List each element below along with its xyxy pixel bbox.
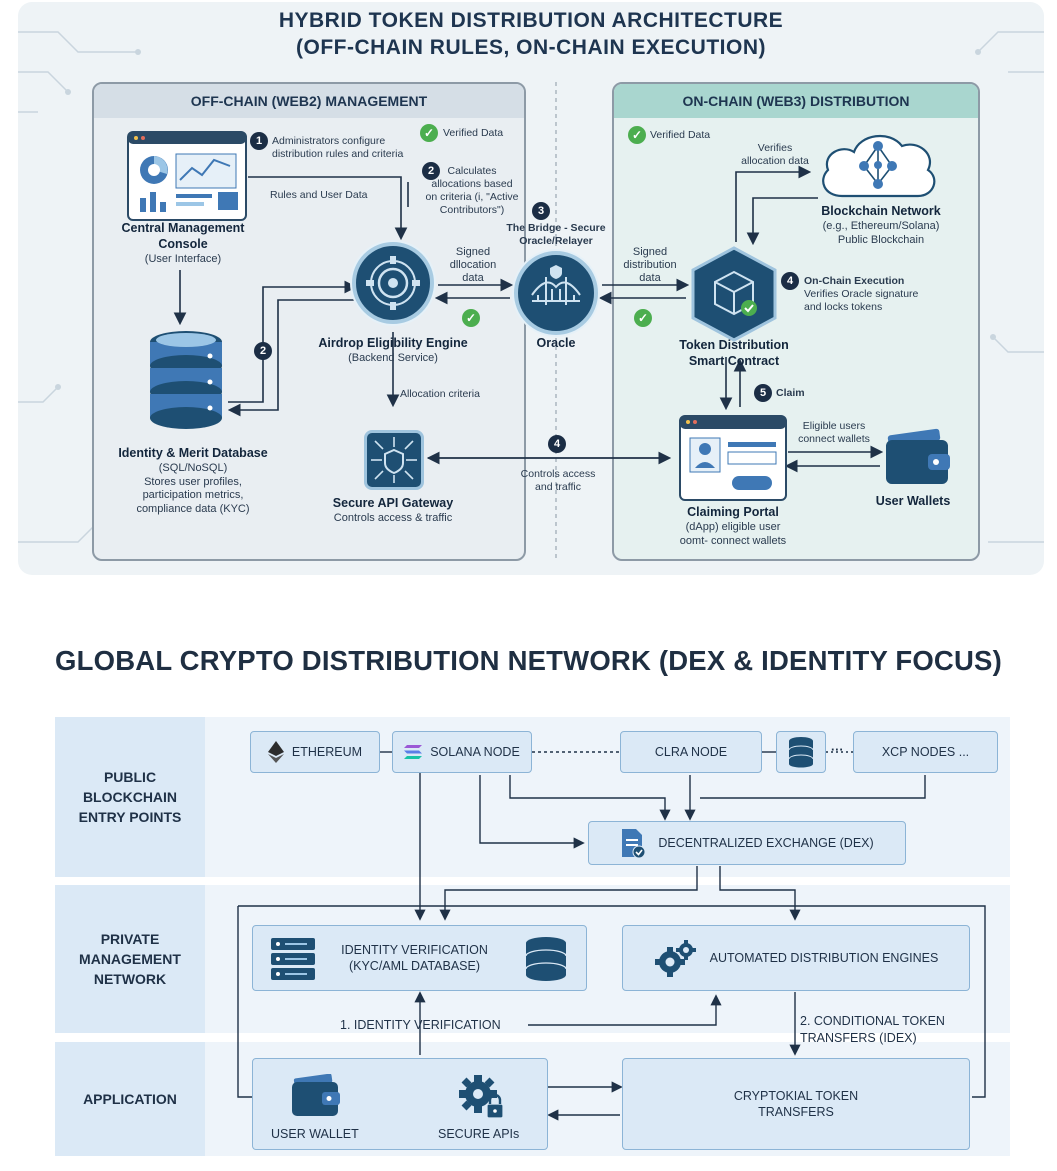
circuit-background: [18, 31, 1044, 543]
engine-verified-check-icon: ✓: [462, 309, 480, 327]
wallet-icon: [886, 428, 950, 484]
step-2-badge: 2: [422, 162, 440, 180]
user-wallets-label: User Wallets: [875, 494, 951, 508]
contract-verified-check-icon: ✓: [634, 309, 652, 327]
oracle-label: Oracle: [536, 336, 576, 350]
wallet-icon: [292, 1074, 340, 1116]
management-console-icon: [127, 131, 247, 221]
database-icon: [788, 737, 814, 768]
shield-network-icon: [371, 437, 417, 483]
database-icon: [150, 331, 222, 429]
secure-apis-label: SECURE APIs: [438, 1127, 520, 1141]
user-wallet-label: USER WALLET: [271, 1127, 359, 1141]
gear-icon: [366, 256, 420, 310]
onchain-verified-check-icon: ✓: [628, 126, 646, 144]
ethereum-diamond-icon: [267, 741, 284, 763]
step-3-badge: 3: [532, 202, 550, 220]
distribution-engines-box: AUTOMATED DISTRIBUTION ENGINES: [622, 925, 970, 991]
document-check-icon: [622, 829, 646, 859]
verified-data-label: Verified Data: [443, 127, 504, 139]
onchain-zone-header: ON-CHAIN (WEB3) DISTRIBUTION: [614, 84, 978, 118]
dex-node: DECENTRALIZED EXCHANGE (DEX): [588, 821, 906, 865]
smart-contract-icon: [691, 246, 777, 342]
offchain-zone: OFF-CHAIN (WEB2) MANAGEMENT: [92, 82, 526, 561]
blockchain-network-label: Blockchain Network(e.g., Ethereum/Solana…: [821, 204, 941, 246]
db-step-2-badge: 2: [254, 342, 272, 360]
identity-verification-flow-label: 1. IDENTITY VERIFICATION: [340, 1018, 501, 1032]
step-5-badge: 5: [754, 384, 772, 402]
bridge-icon: [531, 265, 581, 305]
blockchain-cloud-icon: [822, 134, 936, 198]
claim-label: Claim: [776, 387, 805, 399]
diagram-title-line-2: (OFF-CHAIN RULES, ON-CHAIN EXECUTION): [296, 36, 766, 59]
solana-node: SOLANA NODE: [392, 731, 532, 773]
band-application-label: APPLICATION: [55, 1042, 205, 1156]
eligibility-engine-node: [352, 242, 434, 324]
api-gateway-node: [364, 430, 424, 490]
rules-and-user-data-label: Rules and User Data: [270, 189, 368, 201]
oracle-node: [514, 251, 598, 335]
database-icon: [525, 937, 567, 981]
identity-verification-text: IDENTITY VERIFICATION(KYC/AML DATABASE): [341, 942, 488, 973]
diagram-title-line-1: HYBRID TOKEN DISTRIBUTION ARCHITECTURE: [278, 9, 784, 32]
solana-bars-icon: [404, 745, 423, 759]
allocation-criteria-label: Allocation criteria: [400, 388, 480, 400]
identity-verification-box: IDENTITY VERIFICATION(KYC/AML DATABASE): [252, 925, 587, 991]
top-connectors: [173, 165, 884, 473]
step-4-badge: 4: [548, 435, 566, 453]
gear-lock-icon: [459, 1075, 504, 1119]
onchain-verified-label: Verified Data: [650, 129, 711, 141]
claiming-portal-icon: [679, 415, 787, 501]
clra-node: CLRA NODE: [620, 731, 762, 773]
xcp-nodes: XCP NODES ...: [853, 731, 998, 773]
step-1-badge: 1: [250, 132, 268, 150]
verified-check-icon: ✓: [420, 124, 438, 142]
hybrid-architecture-diagram: HYBRID TOKEN DISTRIBUTION ARCHITECTURE (…: [18, 2, 1044, 575]
gears-icon: [654, 940, 696, 977]
network-title: GLOBAL CRYPTO DISTRIBUTION NETWORK (DEX …: [55, 645, 1002, 676]
storage-node: [776, 731, 826, 773]
onchain-step-4-badge: 4: [781, 272, 799, 290]
engine-label: Airdrop Eligibility Engine(Backend Servi…: [318, 336, 468, 364]
database-label: Identity & Merit Database(SQL/NoSQL)Stor…: [118, 446, 268, 515]
offchain-zone-header: OFF-CHAIN (WEB2) MANAGEMENT: [94, 84, 524, 118]
ethereum-node: ETHEREUM: [250, 731, 380, 773]
more-nodes-ellipsis: ···: [831, 743, 844, 757]
server-rack-icon: [271, 938, 315, 980]
